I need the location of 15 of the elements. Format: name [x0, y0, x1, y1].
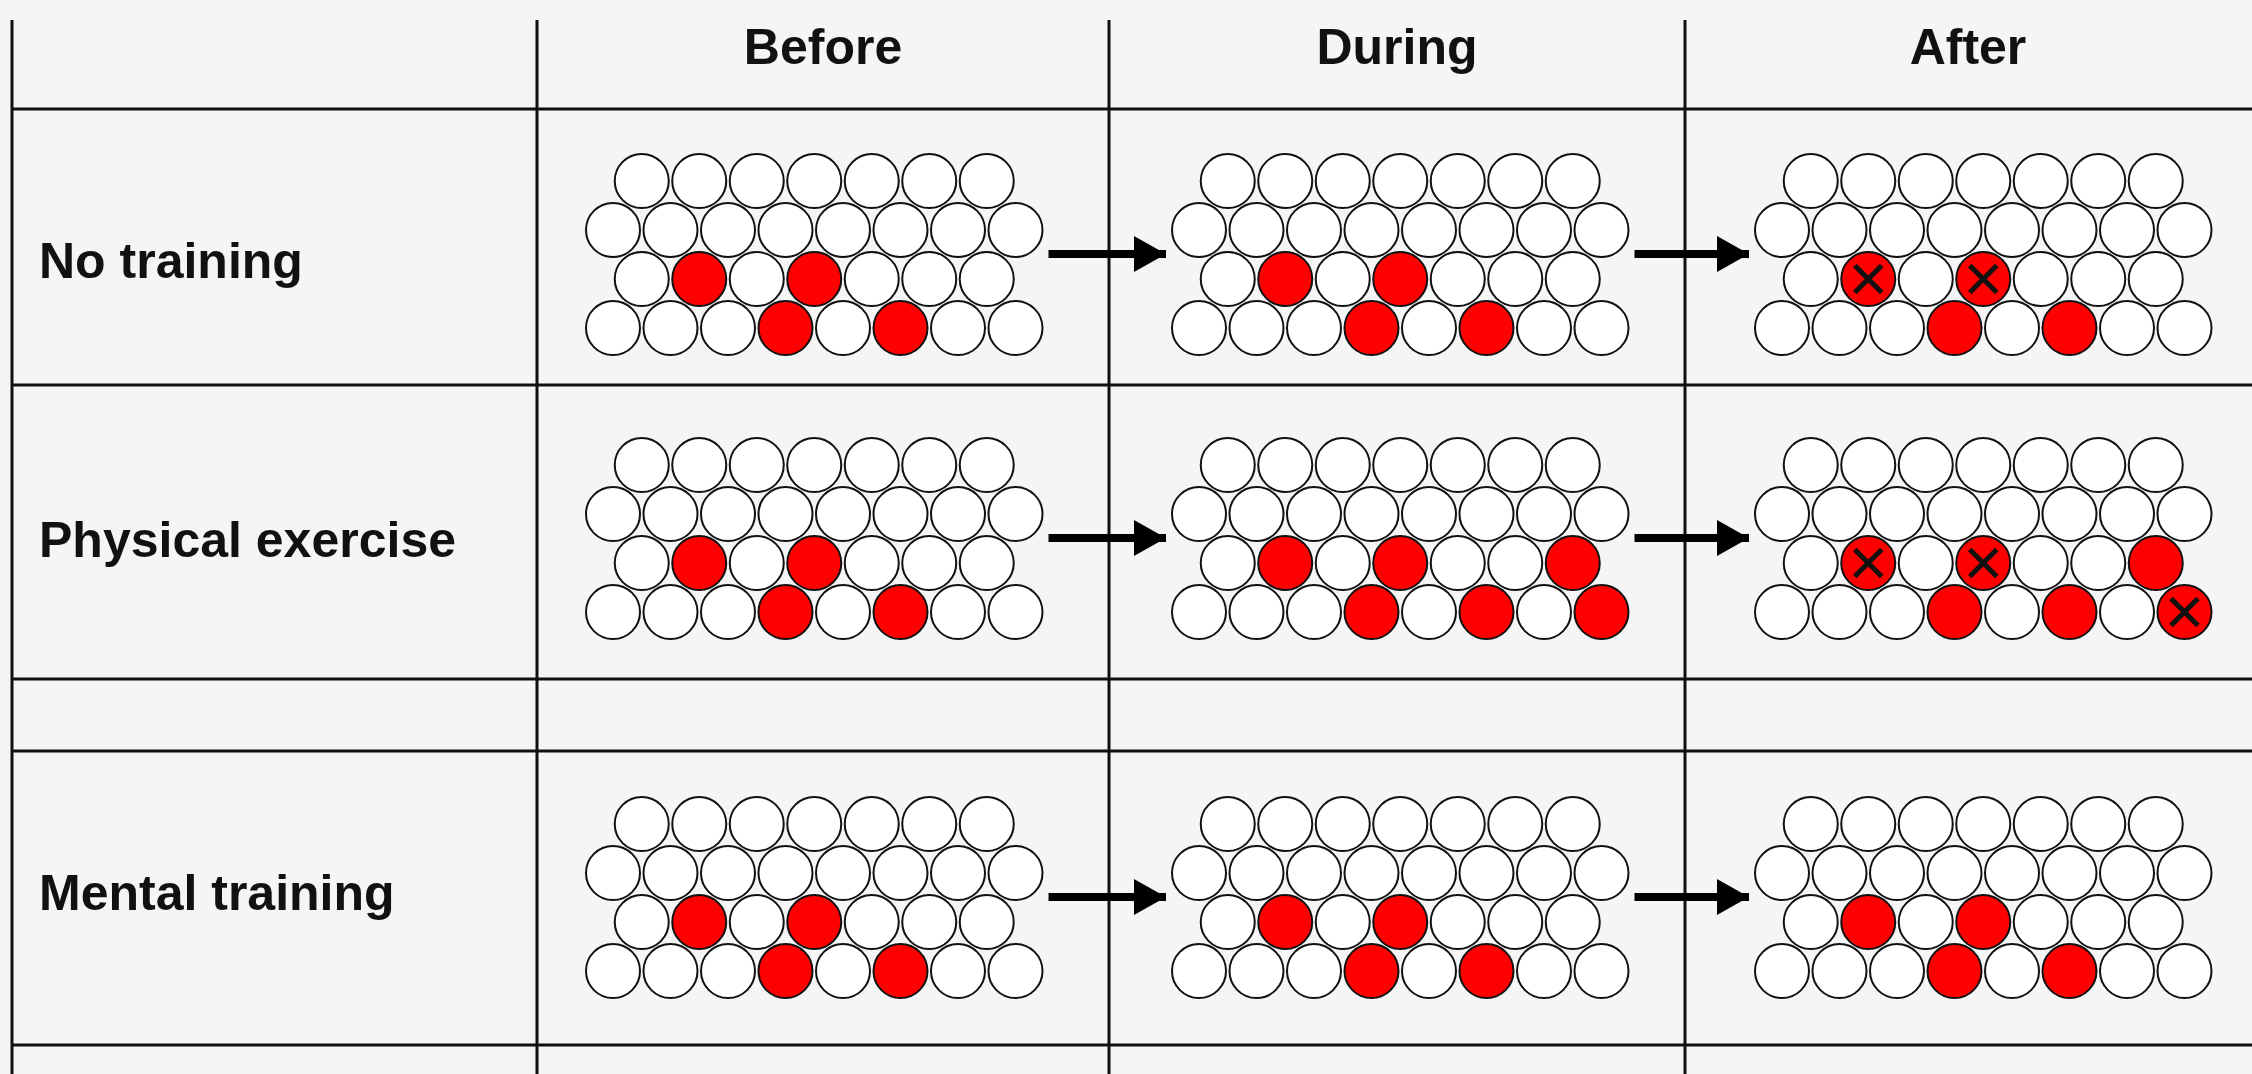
column-header: Before: [743, 22, 903, 72]
circle-cluster-drawing: [585, 796, 1044, 999]
row-header: Physical exercise: [39, 515, 456, 565]
circle-cluster-drawing: [1754, 796, 2213, 999]
column-header: During: [1316, 22, 1478, 72]
row-header: Mental training: [39, 868, 395, 918]
row-header: No training: [39, 236, 303, 286]
circle-cluster-drawing: [585, 437, 1044, 640]
circle-cluster-drawing: [1171, 153, 1630, 356]
circle-cluster-drawing: [1171, 437, 1630, 640]
circle-cluster-drawing: [1754, 437, 2213, 640]
circle-cluster-drawing: [585, 153, 1044, 356]
circle-cluster-drawing: [1754, 153, 2213, 356]
column-header: After: [1909, 22, 2027, 72]
circle-cluster-drawing: [1171, 796, 1630, 999]
